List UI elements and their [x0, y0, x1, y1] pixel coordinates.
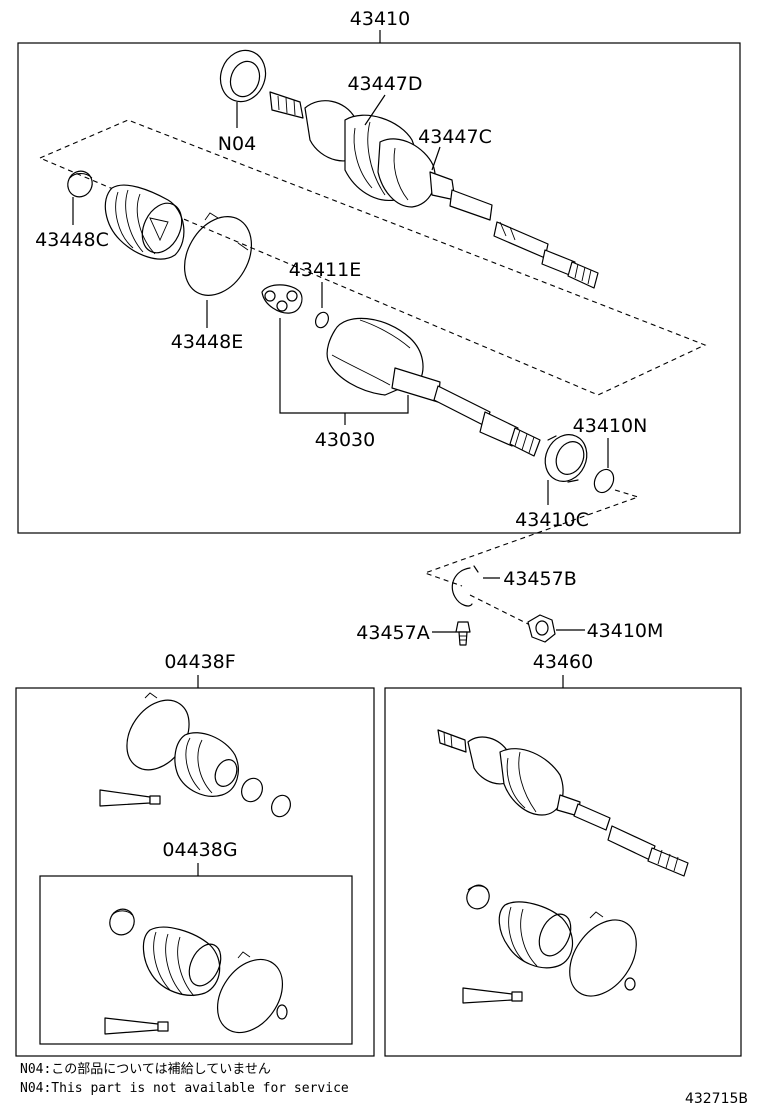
kit-04438g-small-clamp[interactable] [106, 905, 139, 939]
label-04438G[interactable]: 04438G [162, 839, 237, 861]
label-43457B[interactable]: 43457B [503, 568, 576, 590]
kit-04438g-large-clamp[interactable] [204, 947, 296, 1045]
part-43030-inner-joint-housing[interactable] [326, 317, 541, 457]
label-43457A[interactable]: 43457A [356, 622, 429, 644]
label-43410[interactable]: 43410 [350, 8, 410, 30]
part-outer-joint-shaft[interactable] [269, 91, 599, 289]
part-43448c-boot-clamp[interactable] [64, 167, 97, 201]
part-tripod-joint[interactable] [261, 284, 303, 314]
label-43030[interactable]: 43030 [315, 429, 375, 451]
kit-box-04438F [15, 687, 375, 1057]
note-n04-english: N04:This part is not available for servi… [20, 1081, 349, 1096]
label-04438F[interactable]: 04438F [164, 651, 235, 673]
label-43448E[interactable]: 43448E [171, 331, 243, 353]
part-43457a-bolt[interactable] [455, 621, 471, 646]
label-43460[interactable]: 43460 [533, 651, 593, 673]
part-n04-dust-ring[interactable] [213, 44, 272, 108]
figure-code: 432715B [685, 1091, 748, 1107]
part-43457b-clip[interactable] [451, 565, 479, 607]
dashed-connector-bearing-to-clip [423, 489, 640, 587]
label-n04[interactable]: N04 [218, 133, 256, 155]
label-43411E[interactable]: 43411E [289, 259, 361, 281]
kit-04438g-boot[interactable] [142, 926, 227, 997]
part-43460-small-clamp[interactable] [463, 881, 493, 912]
part-43460-grease-tube[interactable] [462, 987, 523, 1004]
kit-04438f-grease-tube[interactable] [99, 789, 161, 807]
part-43410n-ring[interactable] [591, 466, 617, 495]
part-43460-large-clamp[interactable] [556, 908, 650, 1009]
label-43410N[interactable]: 43410N [573, 415, 648, 437]
label-43410M[interactable]: 43410M [587, 620, 664, 642]
assembly-box-43460 [384, 687, 742, 1057]
part-43460-boot[interactable] [498, 901, 577, 969]
part-inner-joint-boot[interactable] [104, 184, 189, 260]
kit-04438g-grease-tube[interactable] [104, 1017, 169, 1035]
kit-04438f-boot[interactable] [174, 732, 241, 797]
label-43410C[interactable]: 43410C [515, 509, 589, 531]
kit-04438f-small-clamp-1[interactable] [238, 775, 266, 805]
part-43411e-snap-ring[interactable] [313, 310, 331, 330]
part-43460-outer-shaft[interactable] [437, 729, 689, 877]
part-43410c-bearing[interactable] [538, 428, 595, 488]
label-43447D[interactable]: 43447D [347, 73, 422, 95]
part-43410m-nut[interactable] [527, 614, 556, 643]
kit-box-04438G [39, 875, 353, 1045]
inner-joint-dashed-outline [39, 119, 707, 396]
part-43448e-boot-clamp[interactable] [171, 205, 265, 308]
assembly-box-43410 [17, 42, 741, 534]
label-43448C[interactable]: 43448C [35, 229, 109, 251]
label-43447C[interactable]: 43447C [418, 126, 492, 148]
note-n04-japanese: N04:この部品については補給していません [20, 1062, 271, 1077]
kit-04438f-small-clamp-2[interactable] [268, 792, 294, 820]
